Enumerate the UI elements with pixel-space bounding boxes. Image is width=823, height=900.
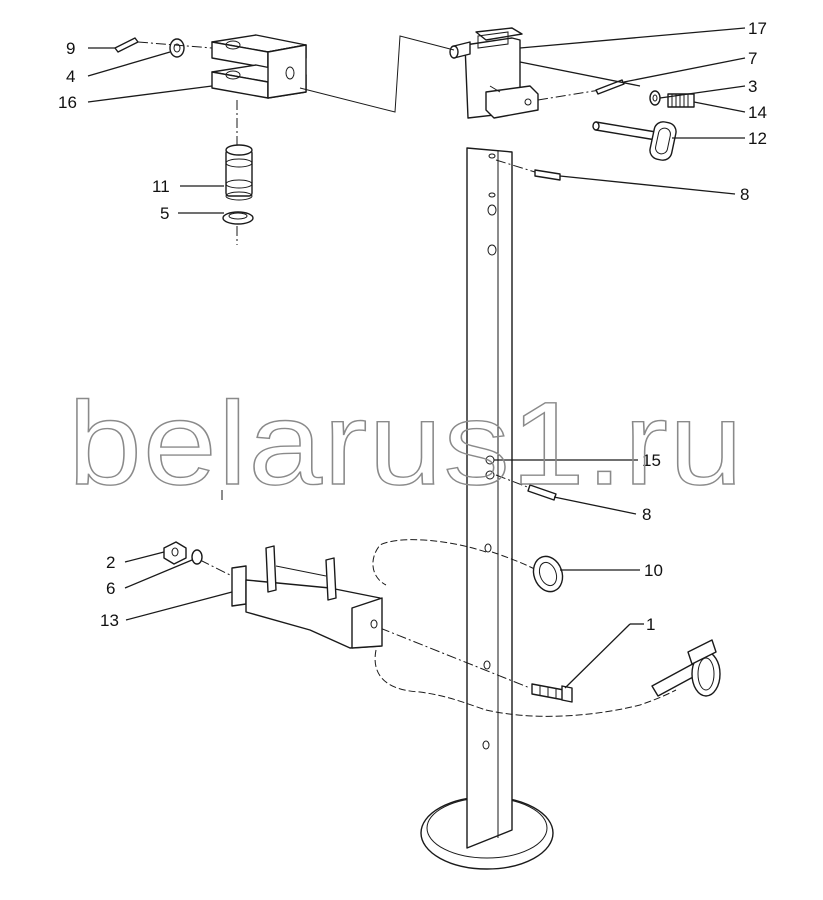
callout-13: 13 bbox=[100, 611, 119, 630]
lynch-pin-part bbox=[651, 639, 721, 697]
leader-lines bbox=[87, 27, 746, 689]
callout-5: 5 bbox=[160, 204, 169, 223]
callout-2: 2 bbox=[106, 553, 115, 572]
small-pin-part bbox=[114, 37, 139, 53]
clevis-part bbox=[211, 34, 307, 99]
top-bracket-part bbox=[449, 27, 539, 119]
callout-6: 6 bbox=[106, 579, 115, 598]
callout-7: 7 bbox=[748, 49, 757, 68]
callout-14: 14 bbox=[748, 103, 767, 122]
callout-9: 9 bbox=[66, 39, 75, 58]
spring-part bbox=[667, 93, 695, 108]
callout-8-lower: 8 bbox=[642, 505, 651, 524]
callout-labels: 9 4 16 11 5 17 7 3 14 12 8 15 8 10 1 2 6… bbox=[58, 19, 767, 634]
callout-12: 12 bbox=[748, 129, 767, 148]
callout-4: 4 bbox=[66, 67, 75, 86]
dowel-pin-lower-part bbox=[527, 484, 557, 501]
watermark-text: belarus1.ru bbox=[68, 378, 744, 510]
nut-part bbox=[163, 541, 187, 565]
assembly-axis-lines bbox=[137, 35, 601, 689]
washer-3-part bbox=[649, 90, 661, 106]
callout-11: 11 bbox=[152, 177, 170, 196]
support-post bbox=[466, 147, 513, 849]
dowel-pin-upper-part bbox=[534, 169, 561, 181]
callout-17: 17 bbox=[748, 19, 767, 38]
callout-8-upper: 8 bbox=[740, 185, 749, 204]
cotter-pin-part bbox=[595, 79, 625, 95]
washer-part bbox=[169, 38, 185, 58]
callout-3: 3 bbox=[748, 77, 757, 96]
callout-10: 10 bbox=[644, 561, 663, 580]
bolt-part bbox=[531, 683, 573, 703]
clevis-pin-part bbox=[225, 144, 253, 201]
holder-bracket-part bbox=[231, 545, 383, 649]
washer-6-part bbox=[191, 549, 203, 565]
callout-15: 15 bbox=[642, 451, 661, 470]
callout-1: 1 bbox=[646, 615, 655, 634]
chain-part bbox=[372, 539, 677, 717]
handle-pin-part bbox=[592, 121, 677, 161]
circlip-part bbox=[222, 211, 254, 225]
callout-16: 16 bbox=[58, 93, 77, 112]
